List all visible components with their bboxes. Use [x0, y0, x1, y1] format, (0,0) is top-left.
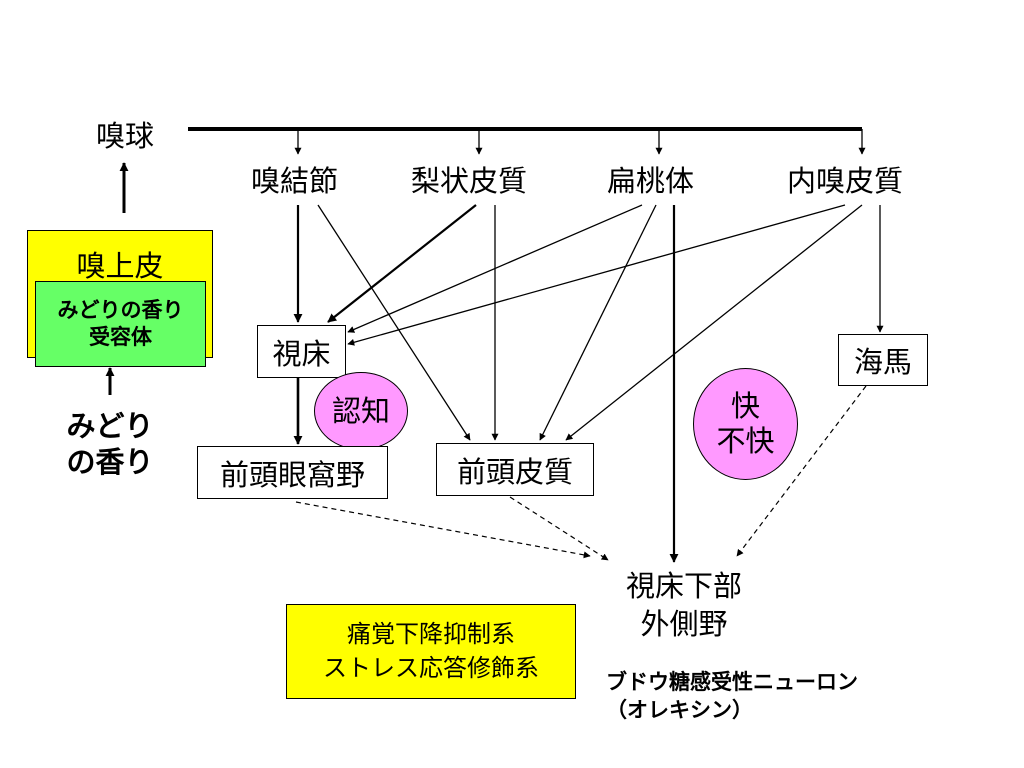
receptor-label-line2: 受容体 [89, 325, 152, 349]
entorhinal-to-thalamus [347, 204, 846, 346]
olfactory-tubercle-label: 嗅結節 [251, 164, 339, 198]
hypothalamus-line2: 外側野 [640, 606, 728, 641]
cognition-circle: 認知 [314, 372, 408, 450]
entorhinal-to-frontal [565, 204, 863, 441]
glucose-sensing-neuron-label: ブドウ糖感受性ニューロン （オレキシン） [606, 668, 858, 725]
tubercle-to-frontal [317, 204, 471, 441]
orbitofrontal-to-hypothalamus [295, 501, 591, 559]
thalamus-box: 視床 [257, 325, 346, 378]
hippocampus-box: 海馬 [838, 334, 928, 386]
green-odor-stimulus-label: みどり の香り [52, 408, 168, 481]
displeasure-label: 不快 [716, 424, 775, 458]
stimulus-line1: みどり [66, 409, 154, 443]
amygdala-to-frontal [539, 204, 657, 441]
amygdala-label: 扁桃体 [607, 164, 695, 198]
entorhinal-cortex-label: 内嗅皮質 [787, 164, 904, 198]
piriform-cortex-label: 梨状皮質 [411, 164, 528, 198]
pleasure-displeasure-circle: 快 不快 [693, 368, 798, 480]
amygdala-to-thalamus [347, 204, 643, 333]
hippocampus-label: 海馬 [853, 345, 912, 379]
thalamus-label: 視床 [272, 336, 331, 371]
neuron-line2: （オレキシン） [606, 698, 753, 723]
frontal-cortex-label: 前頭皮質 [456, 454, 573, 489]
pain-stress-system-box: 痛覚下降抑制系 ストレス応答修飾系 [286, 604, 576, 699]
orbitofrontal-cortex-box: 前頭眼窩野 [197, 446, 388, 499]
olfactory-bulb-label: 嗅球 [96, 119, 155, 153]
neuron-line1: ブドウ糖感受性ニューロン [606, 670, 858, 694]
lateral-hypothalamus-label: 視床下部 外側野 [604, 568, 764, 643]
cognition-label: 認知 [331, 393, 390, 428]
frontal-to-hypothalamus [509, 496, 609, 561]
pain-inhibition-label: 痛覚下降抑制系 [347, 619, 515, 648]
stimulus-line2: の香り [66, 445, 154, 480]
olfactory-epithelium-label: 嗅上皮 [76, 249, 164, 283]
pleasure-label: 快 [730, 389, 760, 424]
receptor-label-line1: みどりの香り [57, 297, 184, 322]
piriform-to-thalamus [327, 204, 477, 323]
orbitofrontal-cortex-label: 前頭眼窩野 [219, 457, 365, 492]
green-odor-receptor-box: みどりの香り 受容体 [35, 281, 206, 367]
stress-response-label: ストレス応答修飾系 [323, 653, 539, 682]
hypothalamus-line1: 視床下部 [625, 569, 742, 603]
frontal-cortex-box: 前頭皮質 [436, 443, 594, 496]
